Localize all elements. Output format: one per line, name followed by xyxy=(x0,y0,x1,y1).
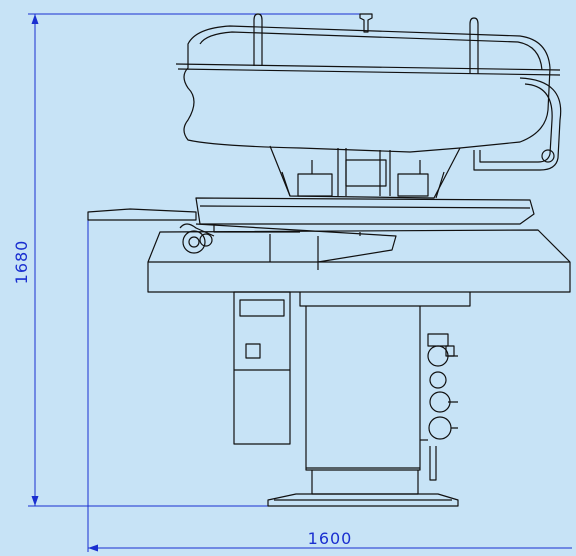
top-handle-right xyxy=(469,17,479,74)
control-button xyxy=(245,343,261,359)
width-dimension-label: 1600 xyxy=(308,529,353,548)
valve-assembly xyxy=(420,333,458,481)
side-gear xyxy=(179,223,215,254)
height-dimension-label: 1680 xyxy=(12,240,31,285)
control-display xyxy=(239,299,285,317)
height-arrow-top xyxy=(31,14,39,24)
dimension-lines xyxy=(28,13,572,552)
press-machine xyxy=(87,13,571,507)
ironing-table xyxy=(87,197,535,270)
height-arrow-bottom xyxy=(31,496,39,506)
control-panel xyxy=(233,291,291,445)
machine-base xyxy=(267,470,459,507)
machine-body xyxy=(147,229,571,471)
press-head xyxy=(175,13,562,171)
top-handle-left xyxy=(253,13,263,66)
press-mechanism xyxy=(269,145,461,199)
top-knob xyxy=(359,13,373,33)
width-arrow-left xyxy=(88,544,98,552)
